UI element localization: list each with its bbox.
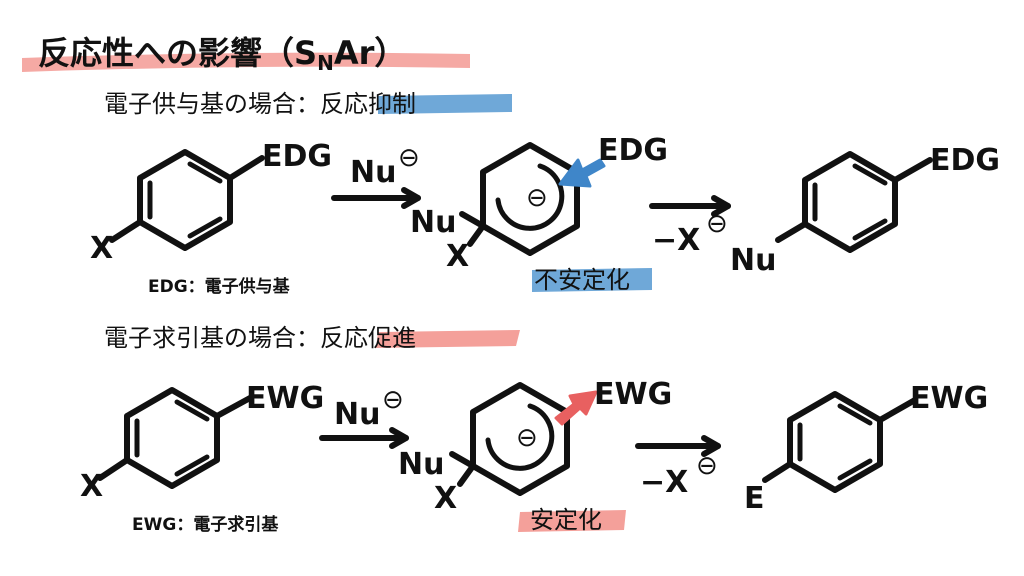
- minus-charge-icon: ⊖: [516, 423, 538, 453]
- leaving-group-label-edg: −X: [652, 223, 700, 258]
- e-label-ewg-product: E: [744, 481, 765, 516]
- ewg-stability-text: 安定化: [530, 506, 602, 534]
- leaving-group-label-ewg: −X: [640, 465, 688, 500]
- x-label-edg-intermediate: X: [446, 239, 469, 274]
- x-label-ewg-start: X: [80, 469, 103, 504]
- edg-label-intermediate: EDG: [598, 133, 668, 168]
- edg-arrow-1: [331, 187, 421, 209]
- edg-product-benzene: [775, 151, 933, 253]
- minus-charge-icon: ⊖: [398, 143, 420, 173]
- ewg-product-benzene: [762, 391, 918, 493]
- ewg-intermediate-ring: [449, 382, 570, 496]
- ewg-arrow-2: [635, 435, 721, 457]
- minus-charge-icon: ⊖: [382, 385, 404, 415]
- nu-label-ewg-arrow: Nu: [334, 397, 380, 432]
- edg-label-start: EDG: [262, 139, 332, 174]
- ewg-label-intermediate: EWG: [594, 377, 672, 412]
- edg-caption: EDG：電子供与基: [148, 276, 291, 297]
- edg-stability-text: 不安定化: [534, 266, 630, 294]
- ewg-effect: 反応促進: [320, 324, 416, 352]
- ewg-label-product: EWG: [910, 381, 988, 416]
- minus-charge-icon: ⊖: [526, 183, 548, 213]
- edg-heading: 電子供与基の場合：: [104, 90, 320, 118]
- ewg-start-benzene: [97, 387, 253, 489]
- title-subscript: N: [317, 51, 334, 75]
- x-label-edg-start: X: [90, 231, 113, 266]
- edg-label-product: EDG: [930, 143, 1000, 178]
- ewg-caption: EWG：電子求引基: [132, 514, 279, 535]
- minus-charge-icon: ⊖: [696, 451, 718, 481]
- edg-effect-highlight: [378, 94, 512, 114]
- ewg-effect-highlight: [376, 330, 520, 348]
- svg-text:反応性への影響（SNAr）: 反応性への影響（SNAr）: [38, 34, 406, 75]
- page-title: 反応性への影響（S: [38, 34, 317, 72]
- minus-charge-icon: ⊖: [706, 209, 728, 239]
- edg-intermediate-ring: [459, 142, 580, 256]
- nu-label-edg-intermediate: Nu: [410, 205, 456, 240]
- x-label-ewg-intermediate: X: [434, 481, 457, 516]
- ewg-stability-highlight: [518, 510, 626, 532]
- edg-start-benzene: [109, 149, 265, 251]
- edg-effect: 反応抑制: [320, 90, 416, 118]
- edg-stability-highlight: [532, 268, 652, 292]
- svg-text:電子供与基の場合：反応抑制: 電子供与基の場合：反応抑制: [104, 90, 416, 118]
- nu-label-edg-product: Nu: [730, 243, 776, 278]
- nu-label-ewg-intermediate: Nu: [398, 447, 444, 482]
- title-end: Ar）: [334, 34, 407, 72]
- ewg-heading: 電子求引基の場合：: [104, 324, 320, 352]
- edg-arrow-2: [649, 195, 731, 217]
- nu-label-edg-arrow: Nu: [350, 155, 396, 190]
- edg-push-arrow: [558, 158, 606, 188]
- title-highlight: [22, 52, 470, 72]
- ewg-arrow-1: [319, 427, 409, 449]
- ewg-label-start: EWG: [246, 381, 324, 416]
- ewg-pull-arrow: [554, 390, 598, 426]
- svg-text:電子求引基の場合：反応促進: 電子求引基の場合：反応促進: [104, 324, 416, 352]
